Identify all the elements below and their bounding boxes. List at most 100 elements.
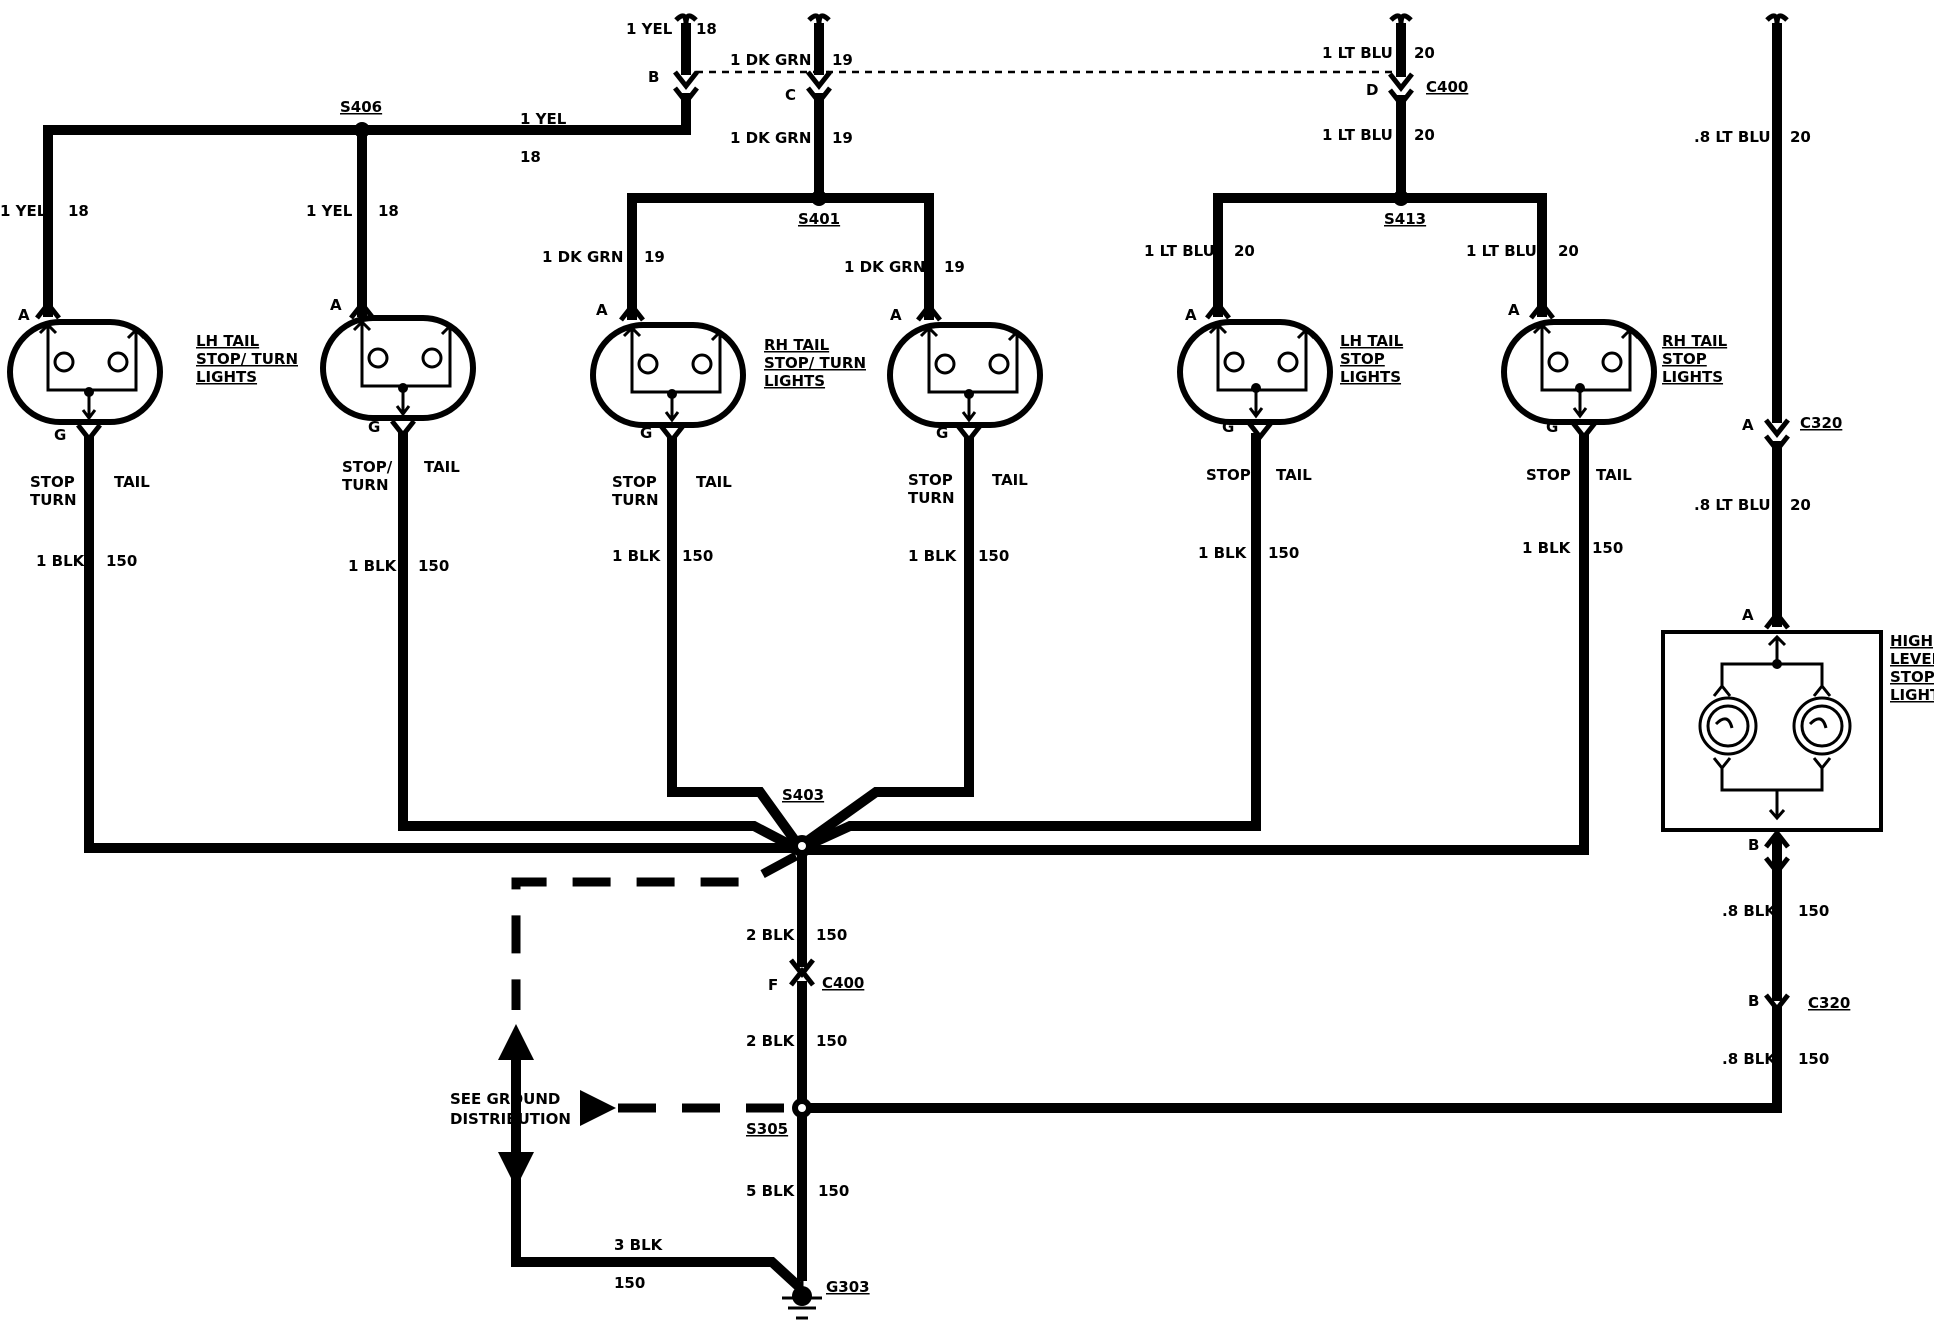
ground-wire-1-circuit: 150 xyxy=(106,552,137,570)
lamp-rh-stop-turn-label-3: LIGHTS xyxy=(764,372,825,390)
pin-g-lamp2: G xyxy=(368,418,380,436)
lamp-lh-stop-a xyxy=(1177,319,1333,425)
wire-dkgrn-mid-circuit: 19 xyxy=(832,129,853,147)
wire-blk8-mid-label: .8 BLK xyxy=(1722,902,1777,920)
wire-dkgrn-right-circuit: 19 xyxy=(944,258,965,276)
connector-c320-bottom: C320 xyxy=(1808,994,1850,1012)
lamp-high-level-label-3: STOP xyxy=(1890,668,1934,686)
lamp-lh-stop-turn-label-1: LH TAIL xyxy=(196,332,260,350)
pin-a-c320: A xyxy=(1742,416,1754,434)
wire-blk2-lower-circuit: 150 xyxy=(816,1032,847,1050)
filament-stop-6: STOP xyxy=(1526,466,1571,484)
ground-wire-2-label: 1 BLK xyxy=(348,557,398,575)
filament-turn-3: TURN xyxy=(612,491,659,509)
ground-wire-1-label: 1 BLK xyxy=(36,552,86,570)
lamp-rh-stop-label-1: RH TAIL xyxy=(1662,332,1728,350)
wire-dkgrn-left-circuit: 19 xyxy=(644,248,665,266)
lamp-lh-stop-turn-label-3: LIGHTS xyxy=(196,368,257,386)
wire-ltblu-right-circuit: 20 xyxy=(1558,242,1579,260)
filament-tail-5: TAIL xyxy=(1276,466,1312,484)
wire-yel-horizontal-circuit: 18 xyxy=(520,148,541,166)
wire-ltblu-mid-circuit: 20 xyxy=(1414,126,1435,144)
pin-b-c320: B xyxy=(1748,992,1759,1010)
lamp-rh-stop-turn-a xyxy=(590,322,746,428)
pin-c-label: C xyxy=(785,86,796,104)
lamp-lh-stop-label-3: LIGHTS xyxy=(1340,368,1401,386)
wire-blk2-upper-label: 2 BLK xyxy=(746,926,796,944)
ground-wire-6-circuit: 150 xyxy=(1592,539,1623,557)
wire-yel-top-label: 1 YEL xyxy=(626,20,673,38)
connector-c400-top: C400 xyxy=(1426,78,1468,96)
wire-ltblu-right-label: 1 LT BLU xyxy=(1466,242,1537,260)
splice-s403-label: S403 xyxy=(782,786,824,804)
pin-g-lamp4: G xyxy=(936,424,948,442)
pin-a-lamp6: A xyxy=(1508,301,1520,319)
wire-blk5-circuit: 150 xyxy=(818,1182,849,1200)
lamp-lh-stop-turn-label-2: STOP/ TURN xyxy=(196,350,298,368)
lamp-lh-stop-turn-b xyxy=(320,315,476,421)
filament-stop-2: STOP/ xyxy=(342,458,393,476)
pin-a-lamp5: A xyxy=(1185,306,1197,324)
filament-stop-1: STOP xyxy=(30,473,75,491)
ground-wire-3-circuit: 150 xyxy=(682,547,713,565)
wire-dkgrn-mid-label: 1 DK GRN xyxy=(730,129,811,147)
filament-stop-3: STOP xyxy=(612,473,657,491)
lamp-rh-stop-turn-label-2: STOP/ TURN xyxy=(764,354,866,372)
wire-blk3-label: 3 BLK xyxy=(614,1236,664,1254)
ground-wire-5-label: 1 BLK xyxy=(1198,544,1248,562)
lamp-rh-stop-turn-b xyxy=(887,322,1043,428)
wire-yel-top-circuit: 18 xyxy=(696,20,717,38)
high-level-stop-light xyxy=(1661,630,1883,832)
lamp-high-level-label-4: LIGHT xyxy=(1890,686,1934,704)
wire-yel-left-label: 1 YEL xyxy=(0,202,47,220)
pin-d-label: D xyxy=(1366,81,1378,99)
pin-g-lamp1: G xyxy=(54,426,66,444)
arrow-down-icon xyxy=(498,1152,534,1188)
pin-g-lamp3: G xyxy=(640,424,652,442)
filament-turn-2: TURN xyxy=(342,476,389,494)
pin-a-lamp2: A xyxy=(330,296,342,314)
lamp-rh-stop-turn-label-1: RH TAIL xyxy=(764,336,830,354)
wire-ltblu-top-label: 1 LT BLU xyxy=(1322,44,1393,62)
pin-b-label: B xyxy=(648,68,659,86)
arrow-right-icon xyxy=(580,1090,616,1126)
lamp-lh-stop-turn-a xyxy=(7,319,163,425)
wire-ltblu8-mid-label: .8 LT BLU xyxy=(1694,496,1771,514)
filament-stop-5: STOP xyxy=(1206,466,1251,484)
splice-s305-label: S305 xyxy=(746,1120,788,1138)
wire-ltblu-top-circuit: 20 xyxy=(1414,44,1435,62)
ground-wire-4-label: 1 BLK xyxy=(908,547,958,565)
pin-a-lamp4: A xyxy=(890,306,902,324)
wire-dkgrn-top-circuit: 19 xyxy=(832,51,853,69)
wire-yel-mid-label: 1 YEL xyxy=(306,202,353,220)
pin-a-lamp1: A xyxy=(18,306,30,324)
splice-s413-label: S413 xyxy=(1384,210,1426,228)
wire-blk5-label: 5 BLK xyxy=(746,1182,796,1200)
pin-g-lamp5: G xyxy=(1222,418,1234,436)
ground-wire-2-circuit: 150 xyxy=(418,557,449,575)
splice-s305-center xyxy=(798,1104,806,1112)
splice-s401-label: S401 xyxy=(798,210,840,228)
filament-tail-1: TAIL xyxy=(114,473,150,491)
pin-a-high-level: A xyxy=(1742,606,1754,624)
wire-dkgrn-right-label: 1 DK GRN xyxy=(844,258,925,276)
wire-ltblu8-top-label: .8 LT BLU xyxy=(1694,128,1771,146)
wire-dkgrn-left-label: 1 DK GRN xyxy=(542,248,623,266)
splice-s406 xyxy=(354,122,370,138)
wire-yel-left-circuit: 18 xyxy=(68,202,89,220)
connector-c400-bottom: C400 xyxy=(822,974,864,992)
connector-c320-top: C320 xyxy=(1800,414,1842,432)
ground-wire-6-label: 1 BLK xyxy=(1522,539,1572,557)
wire-blk8-low-label: .8 BLK xyxy=(1722,1050,1777,1068)
wire-ltblu-mid-label: 1 LT BLU xyxy=(1322,126,1393,144)
wire-blk2-upper-circuit: 150 xyxy=(816,926,847,944)
wire-ltblu8-top-circuit: 20 xyxy=(1790,128,1811,146)
lamp-high-level-label-1: HIGH xyxy=(1890,632,1933,650)
wire-ltblu-left-label: 1 LT BLU xyxy=(1144,242,1215,260)
filament-tail-4: TAIL xyxy=(992,471,1028,489)
filament-stop-4: STOP xyxy=(908,471,953,489)
splice-dots xyxy=(354,122,1409,1306)
splice-s406-label: S406 xyxy=(340,98,382,116)
arrow-up-icon xyxy=(498,1024,534,1060)
